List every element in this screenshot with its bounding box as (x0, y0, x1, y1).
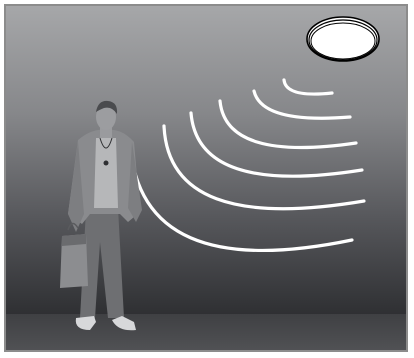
motion-waves-icon (130, 80, 364, 250)
person-silhouette-icon (68, 101, 142, 330)
shopping-bag-icon (60, 223, 88, 288)
ceiling-sensor-icon (307, 17, 379, 61)
